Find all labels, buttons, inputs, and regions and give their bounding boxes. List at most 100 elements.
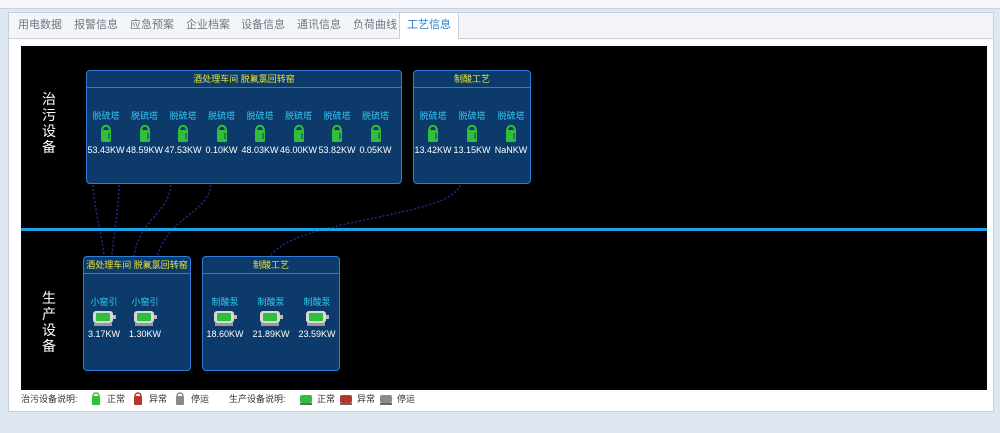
motor-icon bbox=[134, 311, 157, 326]
pollution-group-1: 酒处理车间 脱氟氯回转窑 脱硫塔 53.43KW 脱硫塔 48.59KW 脱硫塔 47.5… bbox=[86, 70, 402, 184]
pollution-device[interactable]: 脱硫塔 13.15KW bbox=[453, 111, 491, 156]
production-device[interactable]: 制酸泵 18.60KW bbox=[206, 297, 244, 340]
tab-emergency-plan[interactable]: 应急预案 bbox=[130, 19, 174, 31]
device-power-value: 48.03KW bbox=[241, 145, 279, 155]
tab-enterprise-archive[interactable]: 企业档案 bbox=[186, 19, 230, 31]
legend-abnormal: 异常 bbox=[149, 394, 168, 404]
pollution-device[interactable]: 脱硫塔 13.42KW bbox=[414, 111, 452, 156]
device-name: 脱硫塔 bbox=[92, 111, 120, 121]
motor-icon bbox=[260, 311, 283, 326]
motor-icon bbox=[93, 311, 116, 326]
device-power-value: 53.82KW bbox=[318, 145, 356, 155]
device-name: 脱硫塔 bbox=[207, 111, 235, 121]
tower-icon bbox=[467, 124, 477, 142]
device-power-value: 13.42KW bbox=[414, 145, 452, 155]
legend-pollution-title: 治污设备说明: bbox=[21, 394, 78, 404]
production-section-label: 生产设备 bbox=[42, 290, 56, 354]
section-divider bbox=[21, 228, 987, 231]
tab-power-data[interactable]: 用电数据 bbox=[18, 19, 62, 31]
tower-icon bbox=[139, 124, 150, 142]
production-device[interactable]: 制酸泵 23.59KW bbox=[298, 297, 336, 340]
device-power-value: 13.15KW bbox=[453, 145, 491, 155]
pollution-device[interactable]: 脱硫塔 0.05KW bbox=[357, 111, 395, 156]
tower-icon bbox=[101, 124, 111, 142]
device-name: 小窑引 bbox=[90, 297, 118, 307]
device-name: 脱硫塔 bbox=[284, 111, 312, 121]
tower-icon bbox=[428, 124, 438, 142]
pollution-section-label: 治污设备 bbox=[42, 91, 56, 155]
pollution-device[interactable]: 脱硫塔 53.82KW bbox=[318, 111, 356, 156]
pollution-device[interactable]: 脱硫塔 47.53KW bbox=[164, 111, 202, 156]
group-title: 制酸工艺 bbox=[203, 257, 339, 274]
device-name: 脱硫塔 bbox=[246, 111, 274, 121]
pollution-group-2: 制酸工艺 脱硫塔 13.42KW 脱硫塔 13.15KW 脱硫塔 NaNKW bbox=[413, 70, 531, 184]
legend-stopped-2: 停运 bbox=[397, 394, 416, 404]
tower-icon bbox=[332, 124, 342, 142]
process-canvas: 治污设备 生产设备 酒处理车间 脱氟氯回转窑 脱硫塔 53.43KW 脱硫塔 48.5… bbox=[21, 46, 987, 390]
device-name: 脱硫塔 bbox=[130, 111, 158, 121]
motor-abnormal-icon bbox=[340, 395, 352, 405]
legend-normal-2: 正常 bbox=[317, 394, 336, 404]
device-name: 脱硫塔 bbox=[419, 111, 447, 121]
device-name: 脱硫塔 bbox=[497, 111, 525, 121]
device-power-value: 48.59KW bbox=[125, 145, 164, 155]
main-panel: 用电数据 报警信息 应急预案 企业档案 设备信息 通讯信息 负荷曲线 工艺信息 … bbox=[8, 12, 994, 412]
device-power-value: 23.59KW bbox=[298, 329, 336, 339]
legend-stopped: 停运 bbox=[191, 394, 210, 404]
tower-icon bbox=[370, 124, 381, 142]
device-power-value: 0.05KW bbox=[359, 145, 392, 155]
production-group-2: 制酸工艺 制酸泵 18.60KW 制酸泵 21.89KW 制酸泵 23.59KW bbox=[202, 256, 340, 371]
device-name: 制酸泵 bbox=[303, 297, 331, 307]
production-device[interactable]: 制酸泵 21.89KW bbox=[252, 297, 290, 340]
device-name: 脱硫塔 bbox=[361, 111, 389, 121]
tower-icon bbox=[216, 124, 227, 142]
device-name: 制酸泵 bbox=[257, 297, 285, 307]
device-power-value: NaNKW bbox=[494, 145, 528, 155]
tab-load-curve[interactable]: 负荷曲线 bbox=[353, 19, 397, 31]
device-power-value: 47.53KW bbox=[164, 145, 202, 155]
legend-abnormal-2: 异常 bbox=[357, 394, 376, 404]
legend-production-title: 生产设备说明: bbox=[229, 394, 286, 404]
group-title: 制酸工艺 bbox=[414, 71, 530, 88]
device-name: 脱硫塔 bbox=[458, 111, 486, 121]
pollution-device[interactable]: 脱硫塔 NaNKW bbox=[492, 111, 530, 156]
legend-normal: 正常 bbox=[107, 394, 126, 404]
group-title: 酒处理车间 脱氟氯回转窑 bbox=[87, 71, 401, 88]
pollution-device[interactable]: 脱硫塔 48.03KW bbox=[241, 111, 279, 156]
top-bar bbox=[0, 0, 1000, 9]
tower-stopped-icon bbox=[176, 392, 184, 405]
tower-icon bbox=[255, 124, 265, 142]
tab-process-info[interactable]: 工艺信息 bbox=[399, 13, 459, 39]
device-power-value: 3.17KW bbox=[87, 329, 120, 339]
device-name: 脱硫塔 bbox=[323, 111, 351, 121]
group-title: 酒处理车间 脱氟氯回转窑 bbox=[84, 257, 190, 274]
pollution-device[interactable]: 脱硫塔 46.00KW bbox=[280, 111, 318, 156]
pollution-device[interactable]: 脱硫塔 0.10KW bbox=[203, 111, 241, 156]
tab-device-info[interactable]: 设备信息 bbox=[241, 19, 285, 31]
motor-icon bbox=[214, 311, 237, 326]
pollution-device[interactable]: 脱硫塔 48.59KW bbox=[126, 111, 164, 156]
production-device[interactable]: 小窑引 3.17KW bbox=[85, 297, 123, 340]
device-power-value: 18.60KW bbox=[206, 329, 244, 339]
tower-abnormal-icon bbox=[134, 392, 142, 405]
tab-alarm-info[interactable]: 报警信息 bbox=[74, 19, 118, 31]
pollution-device[interactable]: 脱硫塔 53.43KW bbox=[87, 111, 125, 156]
device-power-value: 53.43KW bbox=[87, 145, 125, 155]
device-name: 脱硫塔 bbox=[169, 111, 197, 121]
device-name: 制酸泵 bbox=[211, 297, 239, 307]
device-power-value: 21.89KW bbox=[252, 329, 290, 339]
tower-icon bbox=[506, 124, 516, 142]
production-device[interactable]: 小窑引 1.30KW bbox=[126, 297, 164, 340]
tab-bar: 用电数据 报警信息 应急预案 企业档案 设备信息 通讯信息 负荷曲线 工艺信息 bbox=[9, 13, 993, 39]
production-group-1: 酒处理车间 脱氟氯回转窑 小窑引 3.17KW 小窑引 1.30KW bbox=[83, 256, 191, 371]
motor-stopped-icon bbox=[380, 395, 392, 405]
tower-icon bbox=[293, 124, 304, 142]
tower-normal-icon bbox=[92, 392, 100, 405]
device-power-value: 0.10KW bbox=[205, 145, 238, 155]
device-power-value: 46.00KW bbox=[279, 145, 318, 155]
motor-normal-icon bbox=[300, 395, 312, 405]
tab-comm-info[interactable]: 通讯信息 bbox=[297, 19, 341, 31]
device-name: 小窑引 bbox=[131, 297, 159, 307]
motor-icon bbox=[306, 311, 329, 326]
device-power-value: 1.30KW bbox=[128, 329, 161, 339]
